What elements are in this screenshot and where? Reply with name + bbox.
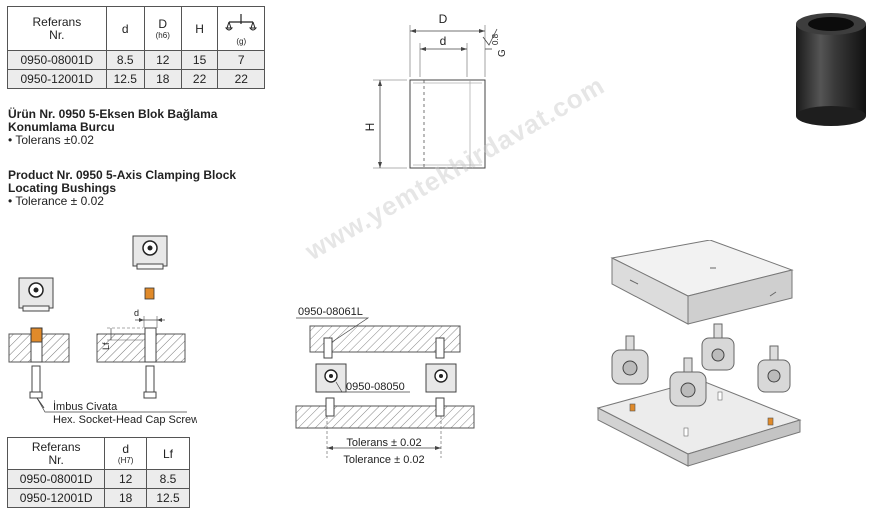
screw-label-en: Hex. Socket-Head Cap Screw	[53, 414, 197, 426]
header-H: H	[180, 6, 219, 51]
header-d-text: d	[121, 21, 129, 36]
tolerance-label-en: Tolerance ± 0.02	[343, 454, 424, 466]
part-label-top: 0950-08061L	[298, 306, 363, 318]
bushing-photo	[796, 13, 866, 126]
cell: 12.5	[146, 488, 190, 508]
product-title-en-1: Product Nr. 0950 5-Axis Clamping Block	[8, 168, 237, 182]
clamp-block	[611, 335, 649, 385]
dim-label-D: D	[439, 12, 448, 26]
cell: 22	[180, 69, 219, 89]
table-row: 0950-08001D 12 8.5	[6, 469, 190, 489]
header-Lf-text: Lf	[163, 446, 174, 461]
cell: 12.5	[105, 69, 145, 89]
header-reference-text: Referans Nr.	[32, 14, 82, 42]
clamp-block	[757, 345, 791, 393]
product-title-en-2: Locating Bushings	[8, 181, 116, 195]
bushing-dimension-drawing: D d H 0.8 G	[363, 12, 508, 169]
spec-table-2: Referans Nr. d(H7) Lf 0950-08001D 12 8.5…	[6, 437, 190, 508]
assembly-3d-illustration	[596, 240, 802, 467]
product-description-tr: Ürün Nr. 0950 5-Eksen Blok Bağlama Konum…	[8, 108, 217, 147]
cell: 8.5	[146, 469, 190, 489]
dim-label-H: H	[363, 123, 377, 132]
header-d-text: d	[122, 442, 130, 456]
cell: 12	[143, 50, 182, 70]
table-row: 0950-12001D 18 12.5	[6, 488, 190, 508]
table-row: 0950-12001D 12.5 18 22 22	[7, 69, 265, 89]
header-d: d	[105, 6, 145, 51]
dim-label-d: d	[440, 34, 447, 48]
tolerance-label-tr: Tolerans ± 0.02	[346, 437, 421, 449]
cell: 0950-08001D	[6, 469, 106, 489]
header-weight-sub: (g)	[236, 36, 247, 46]
header-reference: Referans Nr.	[7, 6, 107, 51]
header-reference: Referans Nr.	[6, 437, 106, 470]
cell: 22	[217, 69, 265, 89]
cell: 7	[217, 50, 265, 70]
header-Lf: Lf	[146, 437, 190, 470]
mount-dim-Lf: Lf	[101, 342, 111, 350]
screw-label-tr: İmbus Civata	[53, 400, 118, 413]
header-weight: (g)	[217, 6, 265, 51]
product-title-tr-1: Ürün Nr. 0950 5-Eksen Blok Bağlama	[8, 107, 218, 121]
clamp-block	[669, 357, 707, 407]
part-label-mid: 0950-08050	[346, 381, 405, 393]
product-tolerance-en: • Tolerance ± 0.02	[8, 194, 104, 208]
roughness-value: 0.8	[491, 33, 500, 45]
header-reference-text: Referans Nr.	[31, 439, 81, 467]
product-tolerance-tr: • Tolerans ±0.02	[8, 133, 94, 147]
mounting-drawing: d Lf İmbus Civata Hex. Socket-Head Cap S…	[8, 235, 197, 426]
scale-icon	[225, 13, 258, 30]
cell: 18	[143, 69, 182, 89]
mount-dim-d: d	[134, 308, 139, 318]
roughness-label-G: G	[497, 49, 508, 57]
product-title-tr-2: Konumlama Burcu	[8, 120, 115, 134]
table-row: 0950-08001D 8.5 12 15 7	[7, 50, 265, 70]
header-d-sub: (H7)	[117, 456, 134, 465]
header-H-text: H	[195, 21, 204, 36]
spec-table-1: Referans Nr. d D(h6) H (g) 0950-08001D 8…	[7, 6, 265, 89]
cell: 8.5	[105, 50, 145, 70]
assembly-tolerance-drawing: 0950-08061L 0950-08050 Tolerans ± 0.02 T…	[295, 306, 475, 466]
cell: 0950-12001D	[6, 488, 106, 508]
cell: 18	[104, 488, 148, 508]
header-D: D(h6)	[143, 6, 182, 51]
header-d: d(H7)	[104, 437, 148, 470]
product-description-en: Product Nr. 0950 5-Axis Clamping Block L…	[8, 169, 236, 208]
cell: 0950-08001D	[7, 50, 107, 70]
cell: 15	[180, 50, 219, 70]
header-D-text: D	[158, 17, 168, 31]
cell: 0950-12001D	[7, 69, 107, 89]
header-D-sub: (h6)	[155, 31, 170, 40]
clamp-block	[701, 323, 735, 371]
cell: 12	[104, 469, 148, 489]
